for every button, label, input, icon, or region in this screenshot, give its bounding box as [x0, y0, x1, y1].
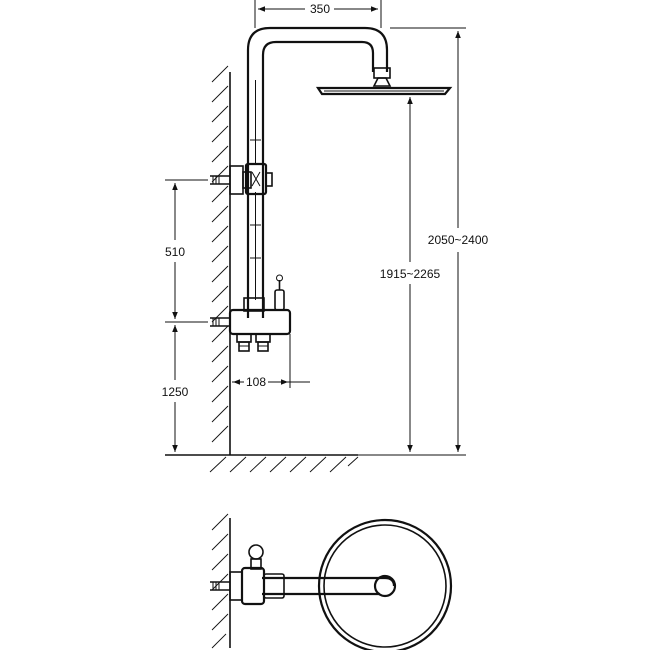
side-elevation-view: 350 2050~2400 1915~2265 510 1250 [162, 0, 489, 473]
plan-shower-head [317, 518, 453, 650]
label-valve-height: 1250 [162, 385, 189, 399]
floor-hatching [209, 456, 359, 473]
wall-hatching [211, 65, 229, 443]
floor [165, 454, 359, 473]
mixer-valve [210, 274, 292, 352]
label-wall-offset: 108 [246, 375, 266, 389]
shower-head [315, 67, 453, 96]
riser-pipe [246, 75, 265, 318]
dimension-total-height: 2050~2400 [355, 27, 489, 456]
overhead-arm [246, 26, 389, 75]
dimension-head-height: 1915~2265 [380, 97, 441, 452]
label-head-height: 1915~2265 [380, 267, 441, 281]
plan-bracket-and-valve [210, 544, 285, 606]
dimension-bracket-spacing: 510 [165, 179, 208, 323]
label-total-height: 2050~2400 [428, 233, 489, 247]
label-bracket-spacing: 510 [165, 245, 185, 259]
dimension-arm-length: 350 [254, 0, 382, 28]
wall [211, 65, 231, 455]
dimension-wall-offset: 108 [232, 334, 310, 389]
dimension-valve-height: 1250 [162, 325, 189, 452]
plan-wall [211, 513, 231, 649]
plan-arm [262, 576, 396, 596]
valve-inlet-connectors [236, 333, 271, 352]
upper-wall-bracket [210, 162, 273, 196]
plan-view [210, 513, 453, 650]
label-arm-length: 350 [310, 2, 330, 16]
